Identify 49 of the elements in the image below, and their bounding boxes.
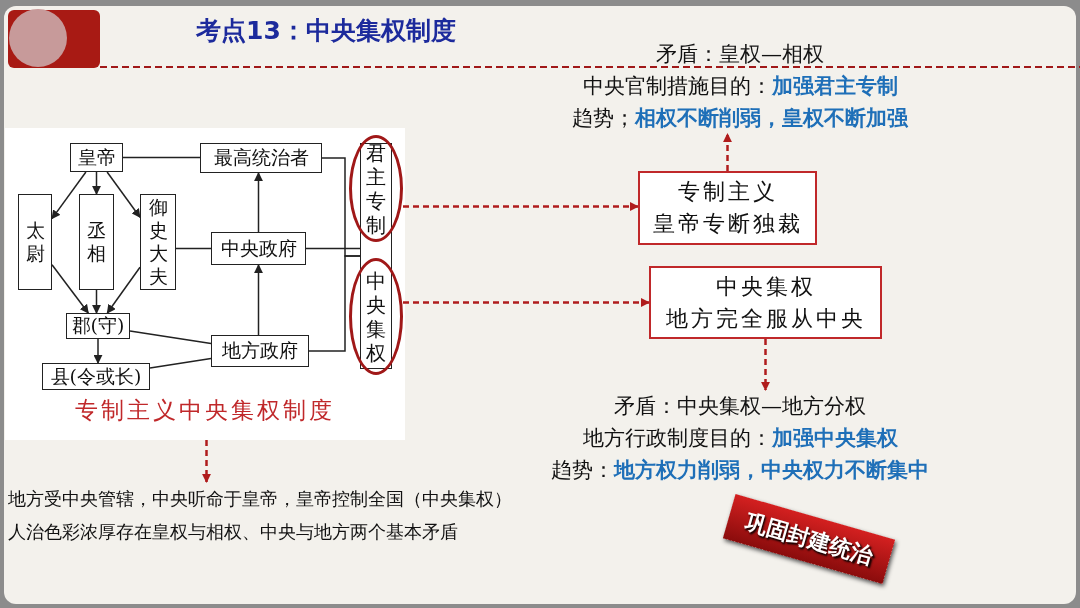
- box-text: 皇帝专断独裁: [652, 210, 803, 238]
- arrow: [51, 263, 90, 314]
- process-box: 丞相: [79, 194, 114, 290]
- process-box: 太尉: [18, 194, 52, 290]
- process-box: 中央政府: [211, 232, 306, 265]
- text-line: 趋势：地方权力削弱，中央权力不断集中: [551, 456, 929, 484]
- process-box: [638, 171, 817, 245]
- process-box: 最高统治者: [200, 143, 322, 173]
- circled-text: 中央集权: [349, 258, 403, 375]
- connector-line: [129, 330, 212, 345]
- arrow: [403, 298, 650, 307]
- process-box: 县(令或长): [42, 363, 150, 390]
- arrow: [403, 202, 639, 211]
- arrow: [723, 133, 732, 171]
- box-text: 中央集权: [715, 272, 816, 301]
- connector-line: [308, 255, 361, 352]
- connector-line: [149, 357, 212, 369]
- process-box: 皇帝: [70, 143, 123, 172]
- process-box: 地方政府: [211, 335, 309, 367]
- box-text: 专制主义: [677, 178, 778, 206]
- figure-card: [5, 128, 405, 440]
- connector-line: [305, 247, 361, 250]
- arrow: [254, 264, 263, 336]
- arrow: [92, 171, 101, 195]
- box-text: 地方完全服从中央: [665, 304, 866, 333]
- text-line: 地方行政制度目的：加强中央集权: [582, 424, 898, 452]
- connector-line: [175, 247, 212, 250]
- text-line: 矛盾：中央集权—地方分权: [614, 393, 866, 420]
- arrow: [106, 266, 141, 314]
- arrow: [51, 171, 87, 220]
- text-line: 地方受中央管辖，中央听命于皇帝，皇帝控制全国（中央集权）: [8, 487, 513, 511]
- arrow: [93, 338, 103, 364]
- process-box: [649, 266, 882, 339]
- arrow: [92, 289, 101, 314]
- arrow: [106, 171, 141, 219]
- process-box: 御史大夫: [140, 194, 176, 290]
- vertical-box: [360, 143, 392, 369]
- text-line: 趋势；相权不断削弱，皇权不断加强: [572, 104, 908, 132]
- title: 考点13：中央集权制度: [196, 15, 456, 47]
- text-line: 中央官制措施目的：加强君主专制: [582, 72, 898, 100]
- figure-caption: 专制主义中央集权制度: [74, 396, 336, 425]
- arrow: [761, 339, 770, 391]
- arrow: [254, 172, 263, 233]
- circled-text: 君主专制: [349, 135, 403, 242]
- process-box: 郡(守): [66, 313, 130, 339]
- arrow: [202, 440, 211, 483]
- connector-line: [122, 156, 201, 159]
- text-line: 人治色彩浓厚存在皇权与相权、中央与地方两个基本矛盾: [8, 520, 459, 544]
- text-line: 矛盾：皇权—相权: [656, 41, 824, 68]
